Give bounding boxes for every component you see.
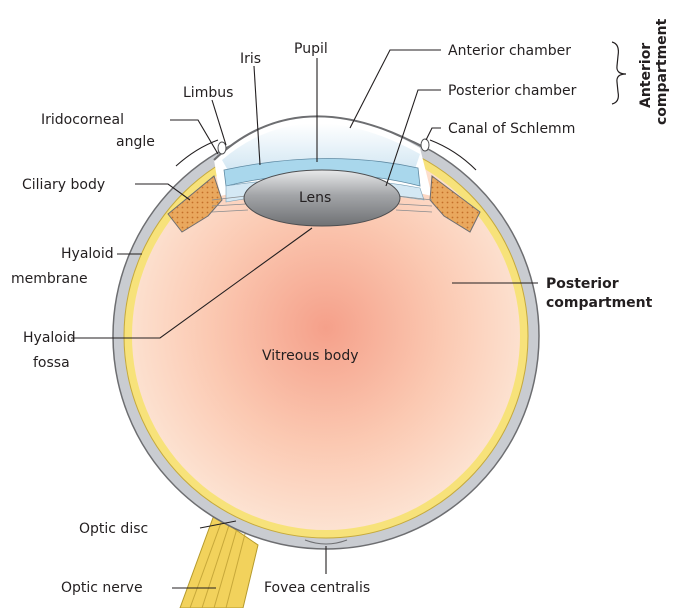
label-limbus: Limbus xyxy=(183,85,233,101)
label-optic-disc: Optic disc xyxy=(79,521,148,537)
label-hyaloid-fossa-2: fossa xyxy=(33,355,70,371)
label-ciliary-body: Ciliary body xyxy=(22,177,105,193)
label-hyaloid-membrane-2: membrane xyxy=(11,271,88,287)
label-canal-of-schlemm: Canal of Schlemm xyxy=(448,121,575,137)
label-optic-nerve: Optic nerve xyxy=(61,580,143,596)
label-iridocorneal-2: angle xyxy=(116,134,155,150)
label-lens: Lens xyxy=(299,190,331,206)
label-posterior-compartment-2: compartment xyxy=(546,295,653,311)
label-anterior-compartment-1: Anterior xyxy=(638,43,654,108)
label-iridocorneal-1: Iridocorneal xyxy=(41,112,124,128)
anterior-compartment-brace xyxy=(612,42,626,104)
label-pupil: Pupil xyxy=(294,41,328,57)
label-iris: Iris xyxy=(240,51,261,67)
label-hyaloid-membrane-1: Hyaloid xyxy=(61,246,114,262)
canal-of-schlemm-left xyxy=(218,142,226,154)
label-posterior-chamber: Posterior chamber xyxy=(448,83,577,99)
canal-of-schlemm-right xyxy=(421,139,429,151)
label-fovea-centralis: Fovea centralis xyxy=(264,580,370,596)
label-anterior-chamber: Anterior chamber xyxy=(448,43,571,59)
label-posterior-compartment-1: Posterior xyxy=(546,276,619,292)
label-vitreous-body: Vitreous body xyxy=(262,348,359,364)
label-hyaloid-fossa-1: Hyaloid xyxy=(23,330,76,346)
label-anterior-compartment-2: compartment xyxy=(654,18,670,125)
